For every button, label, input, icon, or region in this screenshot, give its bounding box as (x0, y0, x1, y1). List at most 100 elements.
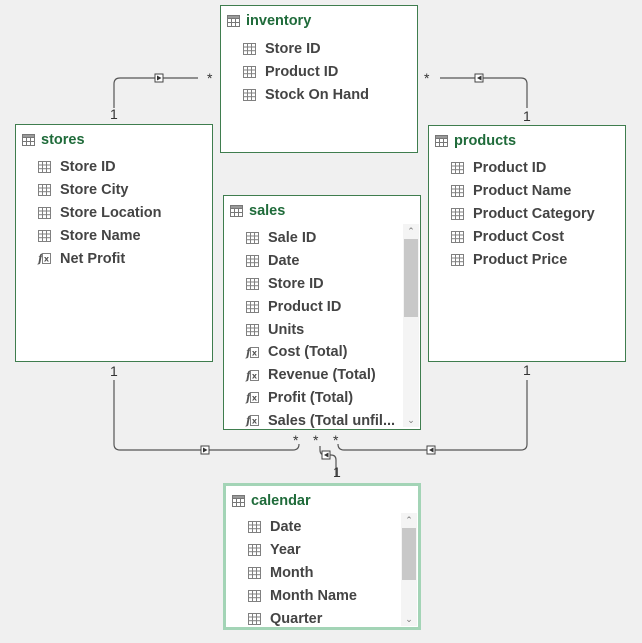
field-label: Date (270, 519, 302, 536)
field-label: Revenue (Total) (268, 367, 376, 384)
cardinality-label: * (293, 432, 299, 448)
field-row[interactable]: Date (224, 250, 402, 273)
scroll-up-icon[interactable]: ⌃ (407, 226, 415, 236)
field-row[interactable]: Store ID (224, 273, 402, 296)
table-title: sales (249, 203, 286, 219)
field-row[interactable]: Product Name (429, 180, 625, 203)
field-label: Store ID (265, 41, 321, 58)
svg-text:x: x (252, 371, 258, 380)
table-column-icon (38, 161, 54, 174)
table-column-icon (248, 566, 264, 579)
table-column-icon (243, 88, 259, 101)
field-row[interactable]: Store Name (16, 224, 212, 247)
field-label: Quarter (270, 610, 323, 627)
field-row[interactable]: Year (226, 539, 400, 562)
field-row[interactable]: Product ID (429, 157, 625, 180)
scroll-up-icon[interactable]: ⌃ (405, 515, 413, 525)
scroll-down-icon[interactable]: ⌄ (407, 415, 415, 425)
field-row[interactable]: Store Location (16, 202, 212, 225)
table-column-icon (248, 544, 264, 557)
field-row[interactable]: Sale ID (224, 227, 402, 250)
table-icon (22, 134, 35, 146)
field-row[interactable]: Product ID (221, 61, 417, 84)
field-row[interactable]: Store ID (221, 38, 417, 61)
relationship-stores-sales[interactable] (113, 380, 300, 451)
field-label: Units (268, 321, 305, 338)
field-row[interactable]: Product Cost (429, 225, 625, 248)
table-column-icon (38, 206, 54, 219)
scroll-thumb[interactable] (402, 528, 416, 580)
table-column-icon (451, 253, 467, 266)
scrollbar[interactable]: ⌃ ⌄ (403, 224, 419, 427)
table-header[interactable]: stores (16, 125, 212, 155)
field-label: Product Category (473, 205, 595, 222)
table-icon (232, 494, 245, 507)
scrollbar[interactable]: ⌃ ⌄ (401, 513, 417, 626)
table-header[interactable]: calendar (226, 486, 418, 515)
cardinality-label: * (313, 432, 319, 448)
relationship-products-sales[interactable] (337, 380, 528, 451)
table-column-icon (246, 255, 262, 268)
field-row[interactable]: Date (226, 516, 400, 539)
field-label: Net Profit (60, 250, 126, 267)
field-row[interactable]: Product ID (224, 295, 402, 318)
table-column-icon (451, 230, 467, 243)
svg-text:x: x (44, 255, 50, 264)
field-row[interactable]: Month (226, 562, 400, 585)
scroll-down-icon[interactable]: ⌄ (405, 614, 413, 624)
table-header[interactable]: products (429, 126, 625, 156)
table-column-icon (246, 232, 262, 245)
field-label: Store Name (60, 227, 141, 244)
field-label: Product Cost (473, 228, 565, 245)
field-label: Cost (Total) (268, 344, 348, 361)
field-row[interactable]: Month Name (226, 584, 400, 607)
table-header[interactable]: sales (224, 196, 420, 226)
table-title: inventory (246, 13, 312, 29)
table-icon (435, 135, 448, 147)
field-row[interactable]: Product Price (429, 248, 625, 271)
relationship-stores-inventory[interactable] (113, 77, 198, 108)
field-row[interactable]: Units (224, 318, 402, 341)
table-icon (227, 15, 240, 27)
table-column-icon (38, 229, 54, 242)
table-header[interactable]: inventory (221, 6, 417, 36)
field-label: Month (270, 564, 314, 581)
table-column-icon (38, 184, 54, 197)
cardinality-label: 1 (110, 106, 118, 122)
field-row[interactable]: Quarter (226, 607, 400, 627)
field-label: Store ID (268, 275, 324, 292)
cardinality-label: * (424, 70, 430, 86)
field-row[interactable]: Stock On Hand (221, 84, 417, 107)
cardinality-label: * (333, 432, 339, 448)
field-label: Product ID (473, 160, 547, 177)
table-column-icon (248, 521, 264, 534)
relationship-products-inventory[interactable] (440, 77, 528, 108)
direction-arrow (203, 447, 208, 453)
field-row[interactable]: Product Category (429, 203, 625, 226)
table-column-icon (248, 612, 264, 625)
field-row[interactable]: Store ID (16, 156, 212, 179)
scroll-thumb[interactable] (404, 239, 418, 317)
field-label: Store ID (60, 159, 116, 176)
table-column-icon (246, 277, 262, 290)
field-row[interactable]: Store City (16, 179, 212, 202)
svg-text:x: x (252, 394, 258, 403)
table-column-icon (243, 66, 259, 79)
